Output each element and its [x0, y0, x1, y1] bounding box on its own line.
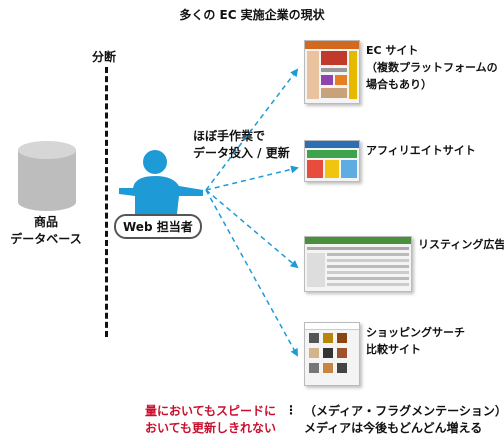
shopping-search-label: ショッピングサーチ 比較サイト	[366, 324, 465, 358]
ec-site-label-line2: （複数プラットフォームの	[366, 61, 498, 74]
arrow-to-ec-site	[205, 68, 299, 191]
media-note: （メディア・フラグメンテーション） メディアは今後もどんどん増える	[304, 403, 504, 437]
listing-ad-screenshot	[304, 236, 412, 292]
ec-site-label-line1: EC サイト	[366, 44, 419, 57]
database-icon	[18, 141, 76, 211]
shopping-search-label-line2: 比較サイト	[366, 343, 421, 356]
warning-note: 量においてもスピードに おいても更新しきれない	[124, 403, 276, 437]
ec-site-screenshot	[304, 40, 360, 104]
arrow-to-affiliate	[205, 165, 299, 191]
note-separator: ⋮	[285, 403, 297, 417]
shopping-search-screenshot	[304, 322, 360, 386]
database-label-line1: 商品	[33, 215, 58, 229]
action-label-line1: ほぼ手作業で	[193, 129, 266, 143]
person-label: Web 担当者	[114, 214, 202, 239]
warning-note-line2: おいても更新しきれない	[144, 421, 276, 435]
shopping-search-label-line1: ショッピングサーチ	[366, 326, 465, 339]
diagram-title: 多くの EC 実施企業の現状	[179, 8, 325, 22]
media-note-line2: メディアは今後もどんどん増える	[304, 421, 483, 435]
divider-label: 分断	[92, 50, 117, 64]
database-label-line2: データベース	[10, 232, 82, 246]
ec-site-label-line3: 場合もあり）	[366, 78, 432, 91]
affiliate-label-line1: アフィリエイトサイト	[366, 144, 476, 157]
affiliate-site-screenshot	[304, 140, 360, 182]
ec-site-label: EC サイト （複数プラットフォームの 場合もあり）	[366, 42, 498, 93]
listing-label: リスティング広告	[418, 236, 504, 253]
arrow-to-shopping-search	[205, 189, 298, 357]
action-label: ほぼ手作業で データ投入 / 更新	[193, 128, 290, 162]
action-label-line2: データ投入 / 更新	[193, 146, 290, 160]
warning-note-line1: 量においてもスピードに	[144, 404, 276, 418]
divider-line	[105, 67, 108, 337]
database-label: 商品 データベース	[6, 214, 86, 248]
arrow-to-listing	[205, 189, 299, 269]
person-icon	[119, 150, 203, 214]
listing-label-line1: リスティング広告	[418, 238, 504, 251]
media-note-line1: （メディア・フラグメンテーション）	[304, 404, 504, 418]
affiliate-label: アフィリエイトサイト	[366, 142, 476, 159]
